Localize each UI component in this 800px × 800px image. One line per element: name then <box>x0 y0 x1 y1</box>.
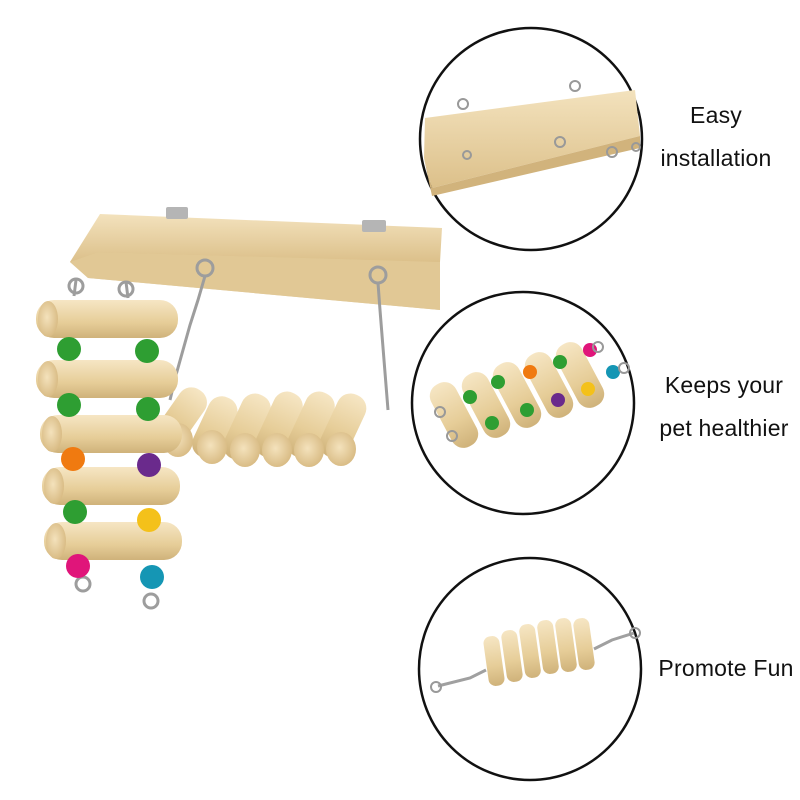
bridge-rungs <box>159 387 367 467</box>
feature-label-line: Keeps your <box>664 372 784 398</box>
bead-ladder <box>36 300 182 589</box>
feature-label-line: Promote Fun <box>658 655 794 681</box>
feature-label-installation: Easy installation <box>650 94 782 180</box>
feature-label-line: Easy <box>690 102 742 128</box>
feature-label-line: pet healthier <box>659 415 789 441</box>
main-product <box>36 207 442 610</box>
feature-label-healthier: Keeps your pet healthier <box>648 364 800 450</box>
detail-circle-bridge <box>417 556 643 782</box>
detail-circle-platform <box>418 26 644 252</box>
wooden-platform <box>70 207 442 310</box>
detail-circle-ladder <box>410 290 636 516</box>
feature-label-line: installation <box>660 145 772 171</box>
feature-label-fun: Promote Fun <box>652 647 800 690</box>
